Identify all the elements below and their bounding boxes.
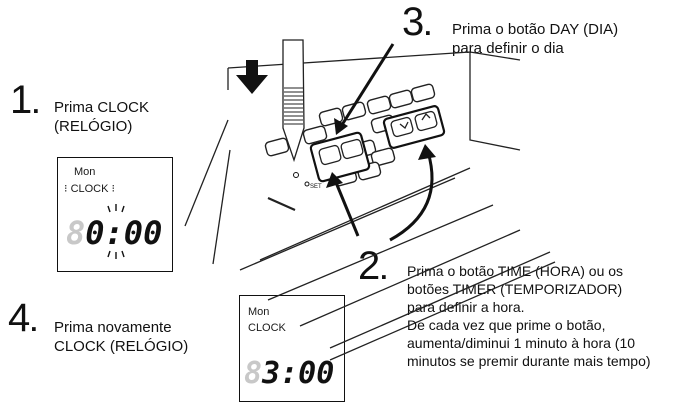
step-3-instruction: Prima o botão DAY (DIA) para definir o d…	[452, 21, 619, 57]
blink-rays	[107, 204, 125, 259]
remote-button	[370, 147, 396, 167]
display-clock-label: CLOCK	[248, 322, 286, 334]
blink-marks-left: ⁝	[64, 183, 68, 195]
remote-button	[388, 89, 414, 109]
display-time: 80:00	[66, 214, 163, 252]
set-label: SET	[310, 184, 322, 190]
step-1-instruction: Prima CLOCK (RELÓGIO)	[54, 99, 150, 135]
blink-marks-right: ⁝	[111, 183, 116, 195]
display-clock-label: ⁝ CLOCK ⁝	[64, 183, 116, 195]
clock-display-set: Mon CLOCK 83:00	[239, 295, 345, 402]
step-4-number: 4.	[8, 296, 38, 340]
down-arrow-icon	[236, 60, 268, 94]
remote-button	[264, 137, 290, 157]
clock-display-blinking: Mon ⁝ CLOCK ⁝ 80:00	[57, 157, 173, 272]
step-1-number: 1.	[10, 78, 40, 122]
step-4-instruction: Prima novamente CLOCK (RELÓGIO)	[54, 319, 189, 355]
remote-button	[302, 125, 328, 145]
curved-arrow-step2	[389, 151, 434, 242]
display-day: Mon	[248, 306, 270, 318]
display-day: Mon	[74, 166, 96, 178]
arrow-step2	[333, 179, 360, 237]
step-2-number: 2.	[358, 244, 388, 288]
display-time: 83:00	[244, 356, 335, 391]
remote-button	[410, 83, 436, 103]
step-3-number: 3.	[402, 0, 432, 44]
remote-button	[366, 95, 392, 115]
step-2-instruction: Prima o botão TIME (HORA) ou os botões T…	[407, 263, 651, 369]
arrow-step3	[338, 43, 395, 129]
